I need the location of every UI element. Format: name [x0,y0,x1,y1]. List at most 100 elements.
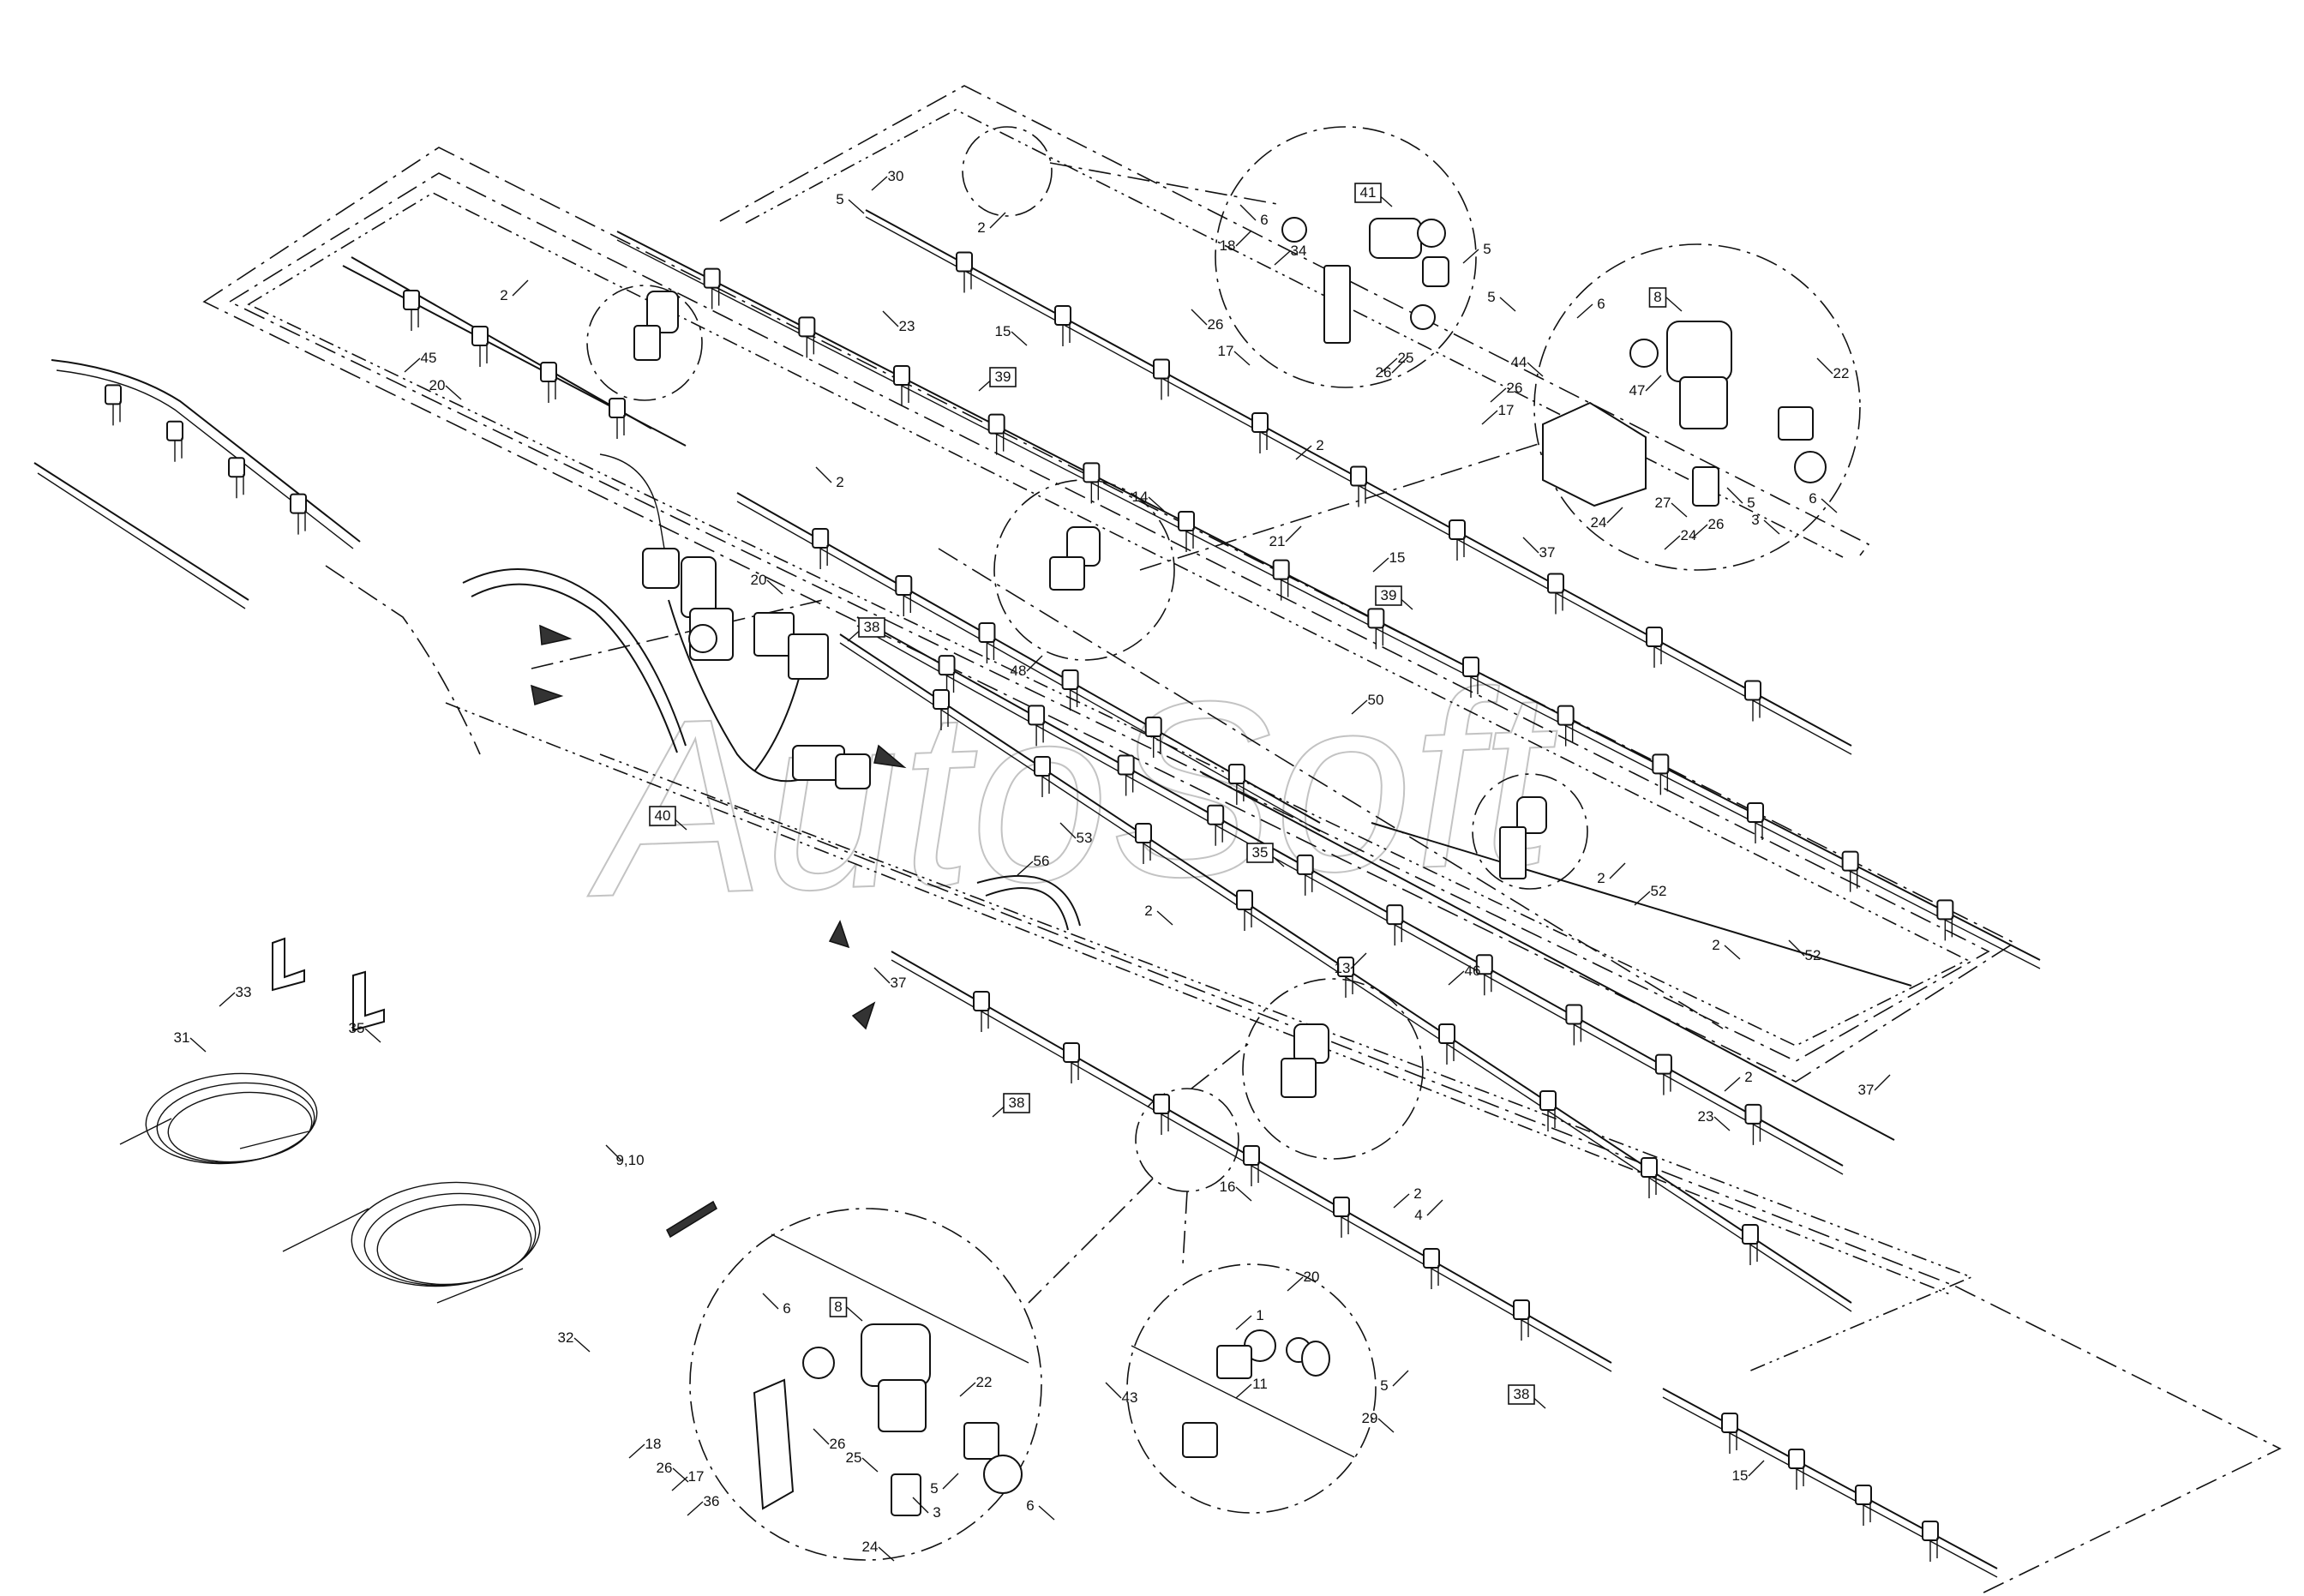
nozzle-stem [1394,921,1402,946]
leader-line [1274,250,1291,266]
part-label: 22 [976,1374,993,1390]
pipe-clamp [1296,854,1314,875]
part-label: 16 [1220,1179,1236,1195]
part-label-box [1246,843,1274,863]
nozzle-stem [297,510,306,535]
nozzle-stem [236,474,244,499]
part-label-text: 26 [1208,316,1224,333]
part-label: 6 [1597,296,1605,312]
part-label: 2 [1413,1185,1421,1202]
pipe-clamp [1386,904,1404,926]
nozzle-stem [1484,971,1492,996]
pipe-clamp [1153,1094,1170,1114]
leader-line [989,212,1006,229]
pipe-clamp [1207,804,1225,825]
part-label: 5 [930,1480,938,1497]
pipe-clamp [1547,573,1564,594]
part-label: 39 [1375,585,1402,606]
part-label-text: 23 [899,318,915,334]
pipe-clamp [1350,465,1367,487]
part-label: 5 [1483,241,1491,257]
part-label-box [858,617,885,638]
part-label-text: 6 [783,1300,790,1317]
part-label: 9,10 [615,1152,644,1168]
leader-line [1821,498,1838,513]
pipe-clamp [1744,680,1761,701]
assembly-frames [202,85,2282,1595]
part-label: 52 [1651,883,1667,899]
leader-line [871,176,888,191]
part-label-text: 46 [1465,963,1481,979]
leader-line [1448,970,1465,986]
pipe-clamp [1117,754,1135,776]
part-label-text: 5 [1487,289,1495,305]
part-label-text: 6 [1260,212,1268,228]
leader-line [573,1337,591,1353]
nozzle-stem [806,333,815,358]
pipe-clamp [1227,764,1245,784]
part-label: 24 [1591,514,1607,531]
nozzle-stem [1125,771,1134,796]
part-label-text: 18 [645,1436,662,1452]
part-label: 17 [688,1468,705,1485]
pipe-clamp [471,326,489,346]
nozzle-stem [1555,590,1563,615]
part-label-text: 2 [977,219,985,236]
part-label-text: 48 [1011,663,1027,679]
part-label: 20 [429,377,446,393]
nozzle-stem [411,307,419,331]
pipe-clamp [1333,1197,1350,1217]
part-label: 37 [1539,544,1556,561]
part-label: 6 [1809,490,1816,507]
part-label: 1 [1256,1307,1263,1323]
part-label-text: 30 [888,168,904,184]
part-label-text: 2 [1144,903,1152,919]
nozzle-stem [1090,479,1100,504]
part-label-text: 29 [1362,1410,1378,1426]
part-label: 2 [1316,437,1323,453]
part-label-text: 2 [1597,870,1605,886]
part-label-text: 6 [1597,296,1605,312]
part-label: 2 [977,219,985,236]
part-label: 15 [995,323,1011,339]
part-label-box [989,367,1017,387]
pipe-clamp [1721,1413,1738,1433]
pipe-clamp [1236,890,1253,910]
leader-line [1017,861,1034,876]
nozzle-stem [981,1008,989,1032]
part-label: 48 [1011,663,1027,679]
part-label: 26 [1708,516,1725,532]
part-label: 4 [1414,1207,1422,1223]
pipe-clamp [893,365,910,386]
pipe-clamp [1646,627,1663,647]
part-label-text: 38 [864,619,880,635]
part-label: 6 [1260,212,1268,228]
part-label-text: 32 [558,1329,574,1346]
leader-line [1748,1460,1765,1477]
pipe-clamp [987,413,1005,435]
pipe-clamp [1788,1449,1805,1469]
leader-line [1645,375,1662,392]
part-label-text: 50 [1368,692,1384,708]
leader-line [605,1144,622,1161]
nozzle-stem [1929,1538,1938,1562]
part-label-box [1354,183,1382,203]
part-label-text: 3 [933,1504,940,1521]
pipe-clamp [1034,756,1051,777]
leader-line [1691,524,1708,539]
nozzle-stem [1796,1466,1804,1490]
part-label: 34 [1291,243,1307,259]
part-label-text: 31 [174,1029,190,1046]
part-label: 26 [1376,364,1392,381]
nozzle-stem [1244,907,1252,931]
pipe-clamp [973,991,990,1011]
leader-line [1527,362,1544,377]
part-label-text: 17 [688,1468,705,1485]
part-label-text: 20 [429,377,446,393]
nozzle-stem [1041,773,1050,797]
leader-line [1235,230,1252,247]
nozzle-stem [1143,840,1151,864]
nozzle-stem [1071,1059,1079,1083]
part-label-text: 6 [1809,490,1816,507]
